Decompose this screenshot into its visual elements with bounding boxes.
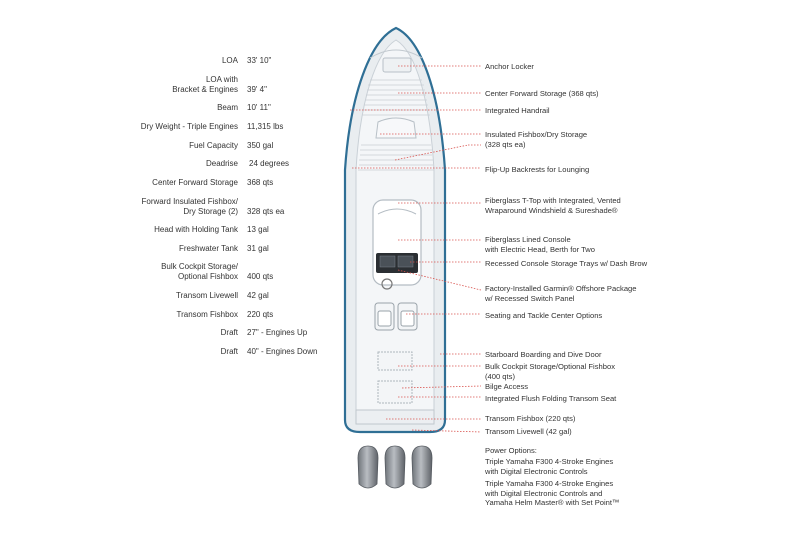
spec-value-fuel-capacity: 350 gal <box>247 141 274 150</box>
callout-leaders <box>350 65 482 433</box>
forward-deck-slats <box>358 79 434 171</box>
callout-transom-fishbox: Transom Fishbox (220 qts) <box>485 414 576 423</box>
spec-value-dry-weight: 11,315 lbs <box>247 122 284 131</box>
cockpit-hatch-forward <box>377 351 413 371</box>
spec-value-draft-up: 27" - Engines Up <box>247 328 308 337</box>
callout-transom-livewell: Transom Livewell (42 gal) <box>485 427 572 436</box>
spec-label-beam: Beam <box>217 103 238 112</box>
engine-center <box>384 445 406 489</box>
spec-value-center-forward-storage: 368 qts <box>247 178 274 187</box>
spec-label-transom-livewell: Transom Livewell <box>176 291 238 300</box>
callout-flip-up-backrests: Flip-Up Backrests for Lounging <box>485 165 590 174</box>
power-option-2: Triple Yamaha F300 4-Stroke Engines with… <box>485 479 620 508</box>
spec-label-head-holding-tank: Head with Holding Tank <box>154 225 238 234</box>
callout-boarding-door: Starboard Boarding and Dive Door <box>485 350 602 359</box>
garmin-display-right <box>397 255 414 268</box>
spec-label-deadrise: Deadrise <box>205 159 238 168</box>
spec-label-fuel-capacity: Fuel Capacity <box>189 141 238 150</box>
anchor-locker-hatch <box>382 57 412 73</box>
engines <box>357 445 433 489</box>
spec-label-loa: LOA <box>221 56 238 65</box>
helm-seats <box>374 302 418 331</box>
callout-transom-seat: Integrated Flush Folding Transom Seat <box>485 394 617 403</box>
callout-integrated-handrail: Integrated Handrail <box>485 106 550 115</box>
spec-value-bulk-cockpit-storage: 400 qts <box>247 272 274 281</box>
spec-label-center-forward-storage: Center Forward Storage <box>152 178 238 187</box>
spec-value-transom-fishbox: 220 qts <box>247 310 274 319</box>
helm-wheel <box>381 278 393 290</box>
spec-value-draft-down: 40" - Engines Down <box>247 347 318 356</box>
power-options-heading: Power Options: <box>485 446 537 455</box>
spec-label-draft-up: Draft <box>220 328 238 337</box>
center-forward-storage <box>375 117 417 139</box>
windshield <box>377 208 417 215</box>
spec-value-loa: 33' 10" <box>247 56 272 65</box>
garmin-display-left <box>379 255 396 268</box>
spec-label-freshwater-tank: Freshwater Tank <box>179 244 238 253</box>
engine-starboard <box>411 445 433 489</box>
power-option-1: Triple Yamaha F300 4-Stroke Engines with… <box>485 457 614 476</box>
spec-value-transom-livewell: 42 gal <box>247 291 269 300</box>
engine-port <box>357 445 379 489</box>
spec-value-head-holding-tank: 13 gal <box>247 225 269 234</box>
spec-label-dry-weight: Dry Weight - Triple Engines <box>140 122 238 131</box>
bow-deck-curve <box>369 49 423 59</box>
spec-label-forward-fishbox: Forward Insulated Fishbox/ Dry Storage (… <box>141 197 239 216</box>
callout-console: Fiberglass Lined Console with Electric H… <box>485 235 596 254</box>
spec-value-deadrise: 24 degrees <box>249 159 290 168</box>
callout-bilge-access: Bilge Access <box>485 382 529 391</box>
cockpit-hatch-aft <box>377 380 413 404</box>
callout-garmin-package: Factory-Installed Garmin® Offshore Packa… <box>485 284 637 303</box>
spec-value-freshwater-tank: 31 gal <box>247 244 269 253</box>
callout-insulated-fishbox: Insulated Fishbox/Dry Storage (328 qts e… <box>485 130 588 149</box>
spec-value-loa-with-engines: 39' 4" <box>247 85 267 94</box>
callout-bulk-cockpit-storage: Bulk Cockpit Storage/Optional Fishbox (4… <box>485 362 616 381</box>
callout-seating-tackle: Seating and Tackle Center Options <box>485 311 603 320</box>
spec-value-beam: 10' 11" <box>247 103 271 112</box>
spec-value-forward-fishbox: 328 qts ea <box>247 207 285 216</box>
spec-label-bulk-cockpit-storage: Bulk Cockpit Storage/ Optional Fishbox <box>161 262 238 281</box>
transom-area <box>355 409 435 425</box>
callout-t-top: Fiberglass T-Top with Integrated, Vented… <box>485 196 621 215</box>
callout-console-storage-trays: Recessed Console Storage Trays w/ Dash B… <box>485 259 648 268</box>
spec-label-transom-fishbox: Transom Fishbox <box>176 310 239 319</box>
callout-center-forward-storage: Center Forward Storage (368 qts) <box>485 89 599 98</box>
spec-label-draft-down: Draft <box>220 347 238 356</box>
callout-anchor-locker: Anchor Locker <box>485 62 534 71</box>
spec-label-loa-with-engines: LOA with Bracket & Engines <box>172 75 238 94</box>
